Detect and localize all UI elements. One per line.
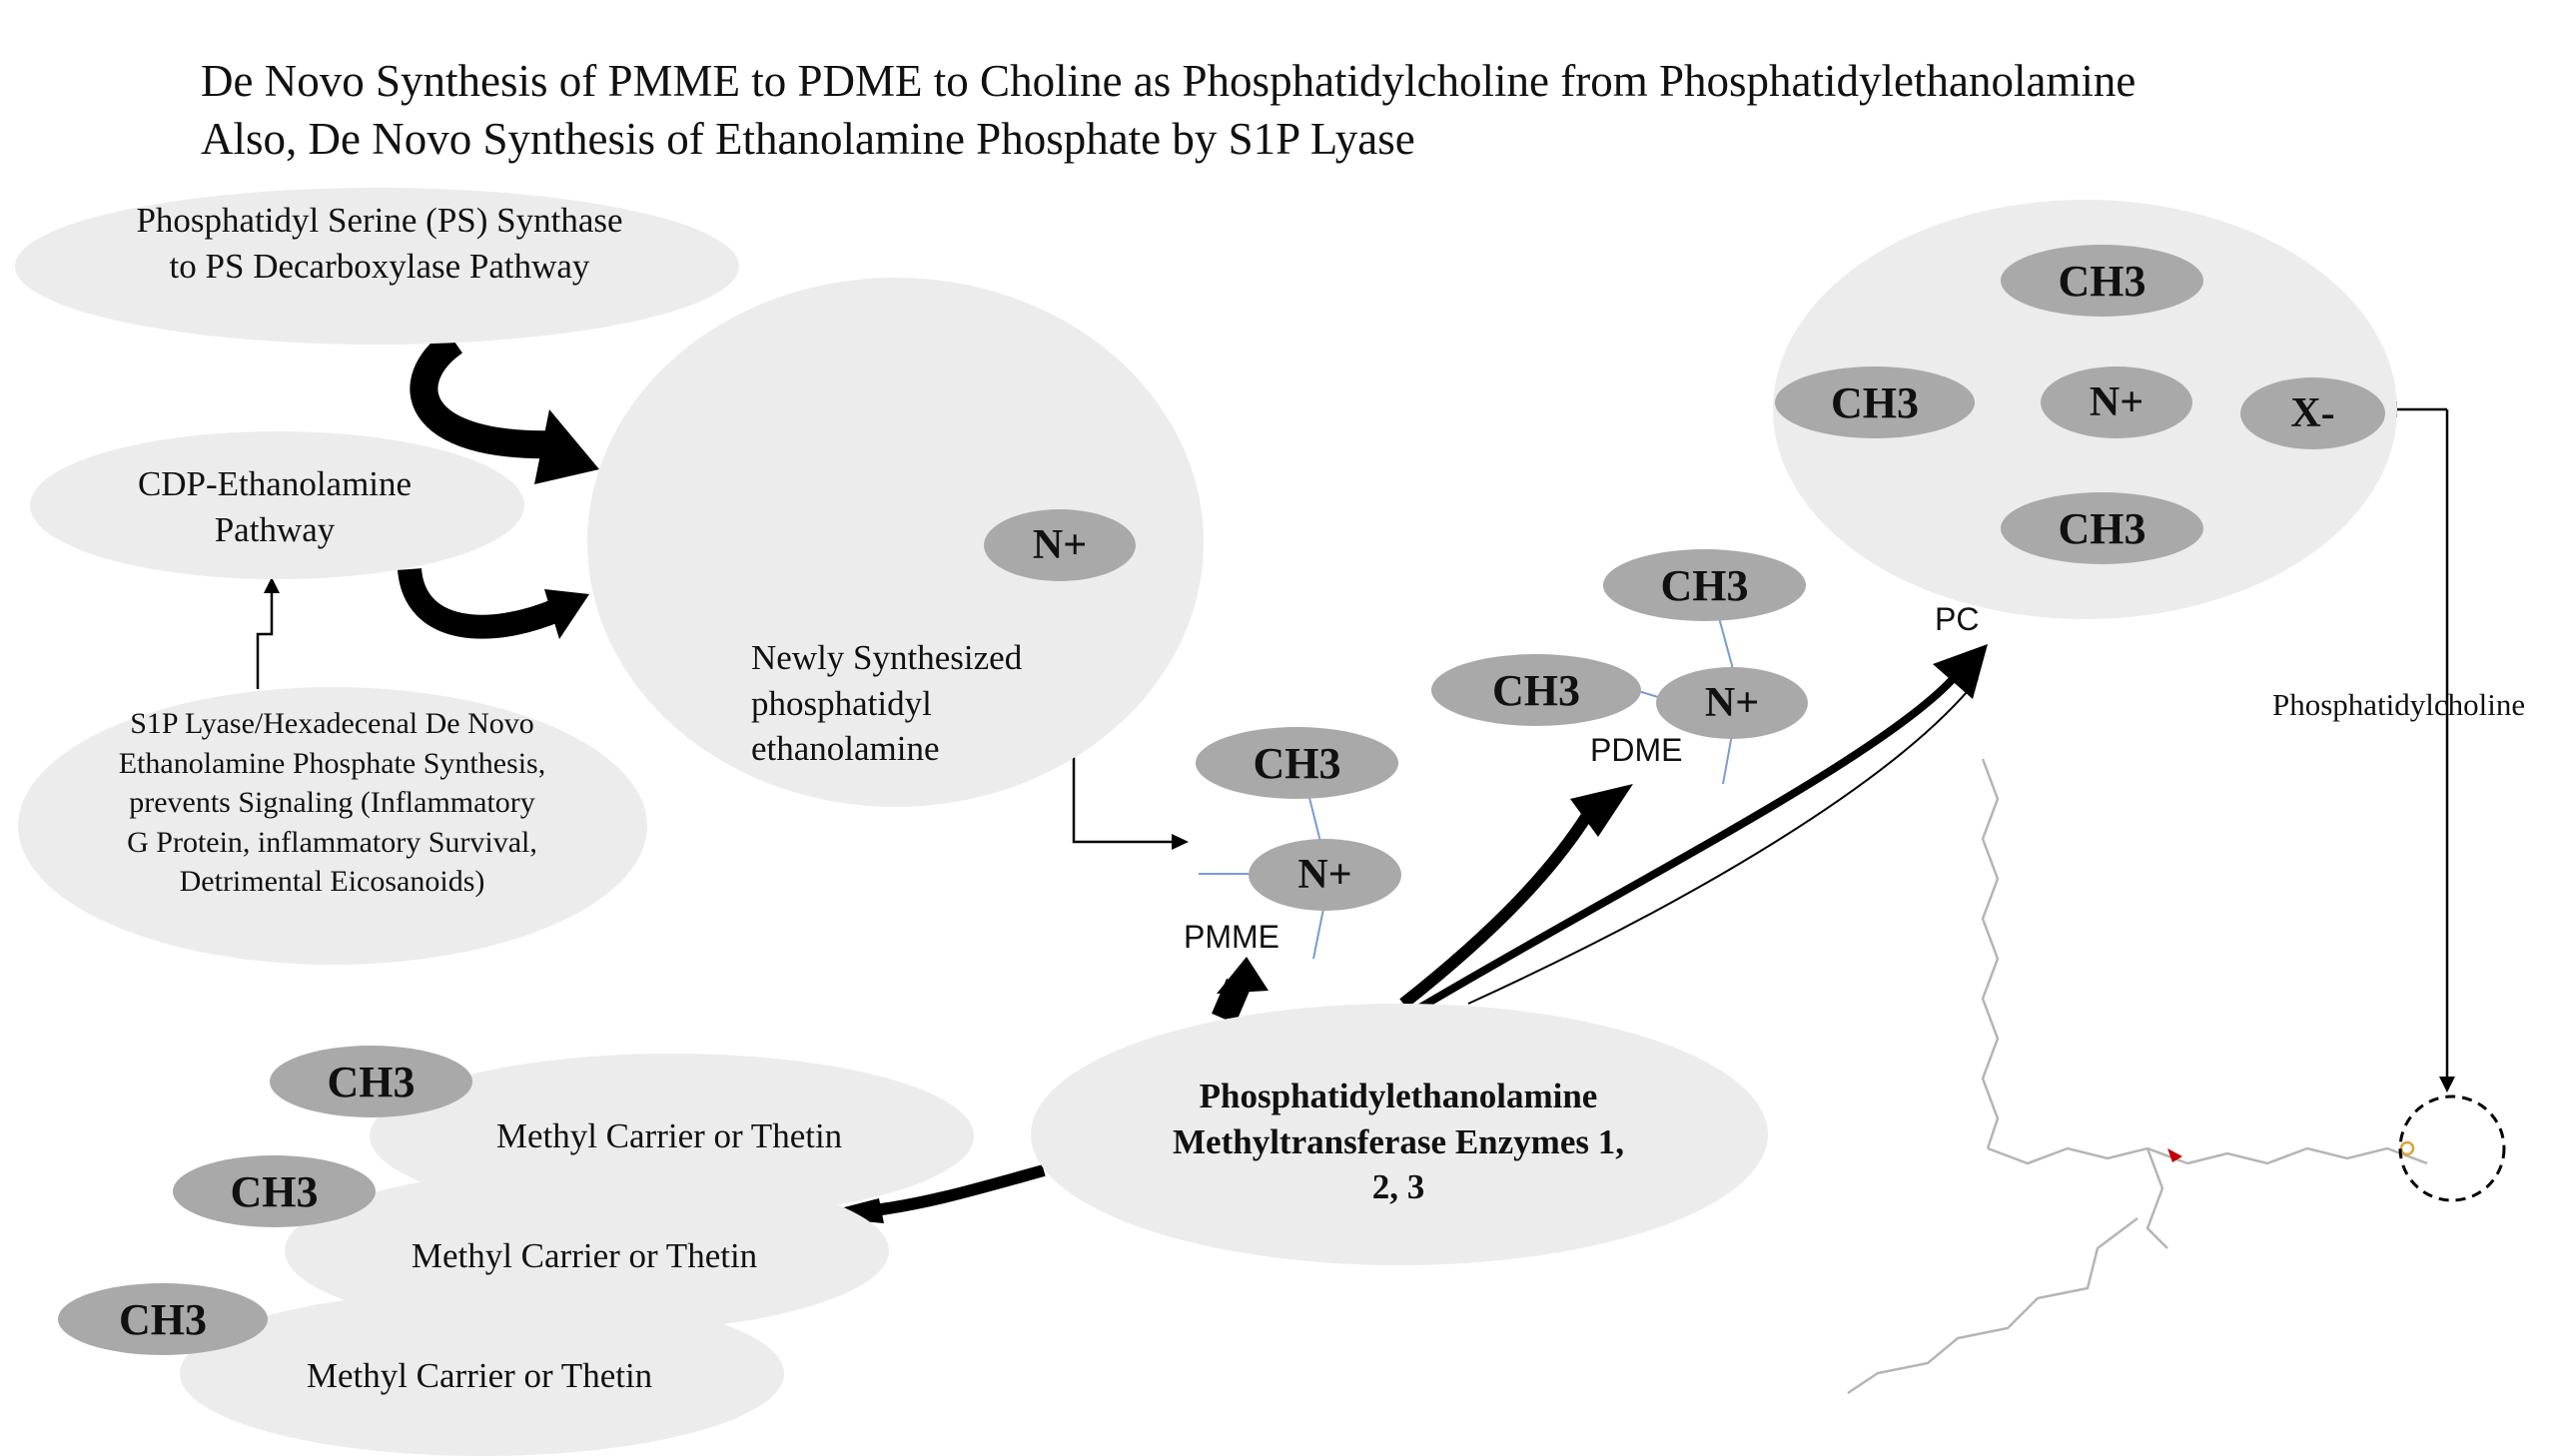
ps-pathway-label: Phosphatidyl Serine (PS) Synthase to PS … (136, 201, 623, 286)
enzymes-node (1031, 1004, 1768, 1265)
methyl-carrier-label-3: Methyl Carrier or Thetin (306, 1356, 653, 1395)
cdp-to-pe-arrow (398, 567, 564, 639)
methyl-carrier-label-1: Methyl Carrier or Thetin (495, 1116, 843, 1155)
ch3-pc-top: CH3 (2001, 245, 2203, 317)
enzymes-to-pc-arrow-head (1933, 644, 1988, 699)
title-line-1: De Novo Synthesis of PMME to PDME to Cho… (201, 56, 2136, 106)
enzymes-to-pmme-arrow-head (1217, 957, 1269, 994)
pe-to-pmme-arrow-head (1172, 834, 1189, 850)
ch3-pc-left: CH3 (1775, 366, 1975, 438)
pc-structure-drawing (1847, 758, 2428, 1395)
n-plus-pmme: N+ (1249, 839, 1401, 911)
ch3-pdme-top: CH3 (1603, 549, 1806, 621)
pmme-label: PMME (1184, 919, 1279, 955)
enzymes-to-pdme-arrow (1399, 810, 1594, 1009)
bond-line (1717, 613, 1734, 670)
ch3-carrier-2: CH3 (173, 1155, 376, 1227)
x-minus-pc: X- (2240, 377, 2385, 449)
phosphatidylcholine-label: Phosphatidylcholine (2272, 687, 2526, 722)
pc-link-bottom-head (2439, 1077, 2455, 1092)
new-pe-label: Newly Synthesized phosphatidyl ethanolam… (751, 638, 1023, 768)
ch3-carrier-3: CH3 (58, 1283, 268, 1355)
methyl-carrier-label-2: Methyl Carrier or Thetin (411, 1236, 758, 1275)
cdp-to-pe-arrow-head (544, 589, 589, 639)
bond-line (1312, 908, 1324, 960)
s1p-lyase-node (18, 687, 647, 965)
enzymes-to-pdme-arrow-head (1570, 784, 1633, 837)
ps-to-pe-arrow (410, 330, 560, 459)
pc-label: PC (1935, 601, 1980, 637)
title-line-2: Also, De Novo Synthesis of Ethanolamine … (201, 114, 1415, 164)
ch3-pmme: CH3 (1196, 727, 1398, 799)
enzymes-label: Phosphatidylethanolamine Methyltransfera… (1173, 1077, 1624, 1206)
s1p-to-cdp-arrow (256, 591, 274, 689)
bond-line (1637, 690, 1659, 698)
n-plus-pdme: N+ (1656, 667, 1808, 739)
ps-to-pe-arrow-head (534, 409, 599, 484)
n-plus-pc: N+ (2041, 366, 2192, 438)
cdp-pathway-label: CDP-Ethanolamine Pathway (137, 464, 413, 549)
ch3-pdme-left: CH3 (1431, 654, 1641, 726)
choline-highlight-circle (2398, 1094, 2506, 1202)
cdp-pathway-node (30, 431, 524, 579)
ch3-pc-bottom: CH3 (2001, 492, 2203, 564)
ester-bond-mark (2167, 1148, 2182, 1162)
s1p-lyase-label: S1P Lyase/Hexadecenal De Novo Ethanolami… (118, 707, 546, 899)
ch3-carrier-1: CH3 (270, 1046, 472, 1117)
enzymes-to-pc-arrow-thin (1467, 678, 1979, 1005)
methyl-carrier-node-3 (180, 1291, 784, 1456)
s1p-to-cdp-arrow-head (264, 577, 280, 593)
enzymes-to-pc-arrow (1415, 676, 1956, 1013)
enzymes-to-carrier-arrow (873, 1164, 1046, 1216)
n-plus-pe: N+ (984, 509, 1136, 581)
pdme-label: PDME (1590, 732, 1683, 768)
ps-pathway-node (15, 188, 739, 345)
